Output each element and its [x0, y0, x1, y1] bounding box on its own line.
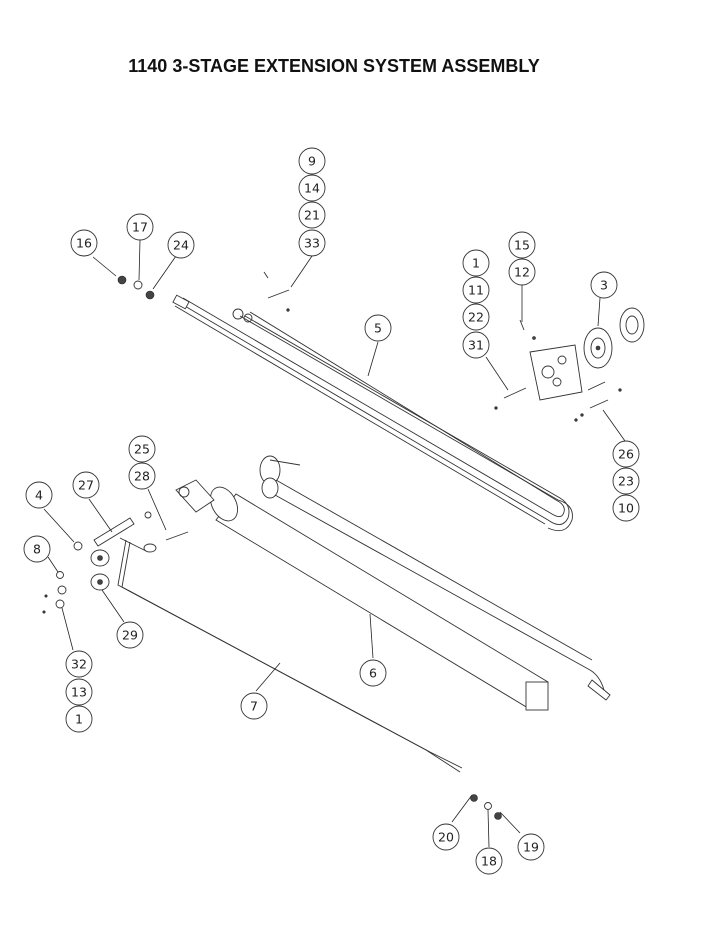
callout-32: 32 [65, 650, 93, 678]
svg-text:22: 22 [468, 310, 484, 325]
part-27-shaft [93, 517, 135, 547]
svg-text:12: 12 [514, 265, 530, 280]
svg-text:3: 3 [600, 278, 608, 293]
svg-text:24: 24 [173, 238, 189, 253]
part-19-nut [494, 812, 502, 820]
callout-1-lower: 1 [65, 705, 93, 733]
svg-text:29: 29 [122, 628, 138, 643]
callout-14: 14 [298, 174, 326, 202]
callout-26: 26 [612, 440, 640, 468]
svg-text:33: 33 [304, 236, 320, 251]
part-32-fittings [42, 585, 67, 614]
svg-text:18: 18 [481, 854, 497, 869]
svg-text:23: 23 [618, 474, 634, 489]
callout-5: 5 [364, 314, 392, 342]
svg-text:1: 1 [472, 256, 480, 271]
callout-33: 33 [298, 229, 326, 257]
callout-22: 22 [462, 303, 490, 331]
callout-21: 21 [298, 201, 326, 229]
callout-27: 27 [72, 471, 100, 499]
part-6-sheave-arm [259, 455, 611, 701]
callout-8: 8 [23, 535, 51, 563]
svg-text:25: 25 [134, 442, 150, 457]
part-4-washer [73, 541, 83, 551]
callout-29: 29 [116, 621, 144, 649]
part-33-pin [263, 271, 290, 312]
callout-9: 9 [298, 147, 326, 175]
svg-text:13: 13 [71, 685, 87, 700]
callout-17: 17 [126, 213, 154, 241]
part-16-nut [117, 275, 127, 285]
part-24-nut [145, 290, 155, 300]
callout-16: 16 [70, 229, 98, 257]
svg-text:16: 16 [76, 236, 92, 251]
svg-text:21: 21 [304, 208, 320, 223]
svg-text:10: 10 [618, 501, 634, 516]
part-8-washer [56, 571, 64, 579]
svg-text:17: 17 [132, 220, 148, 235]
callout-24: 24 [167, 231, 195, 259]
svg-text:14: 14 [304, 181, 320, 196]
svg-text:5: 5 [374, 321, 382, 336]
page-title: 1140 3-STAGE EXTENSION SYSTEM ASSEMBLY [128, 56, 540, 76]
callout-18: 18 [475, 847, 503, 875]
svg-text:6: 6 [369, 666, 377, 681]
part-18-washer [484, 802, 492, 810]
svg-text:20: 20 [438, 830, 454, 845]
part-3-pulleys [583, 307, 645, 369]
callout-12: 12 [508, 258, 536, 286]
svg-text:27: 27 [78, 478, 94, 493]
svg-text:15: 15 [514, 238, 530, 253]
svg-text:11: 11 [468, 283, 484, 298]
svg-text:8: 8 [33, 542, 41, 557]
part-12-bolt [519, 319, 536, 340]
callout-13: 13 [65, 678, 93, 706]
part-5-extension-rods [172, 294, 573, 532]
callout-28: 28 [128, 462, 156, 490]
part-29-bearings [90, 549, 110, 591]
part-28-pin [144, 511, 189, 541]
callout-6: 6 [359, 659, 387, 687]
callout-1-upper: 1 [462, 249, 490, 277]
part-7-rod [117, 537, 463, 773]
callout-19: 19 [517, 833, 545, 861]
svg-text:19: 19 [523, 840, 539, 855]
svg-text:4: 4 [35, 488, 43, 503]
svg-text:1: 1 [75, 712, 83, 727]
callout-20: 20 [432, 823, 460, 851]
svg-text:26: 26 [618, 447, 634, 462]
svg-text:7: 7 [250, 699, 258, 714]
part-1-bracket [529, 344, 583, 401]
callout-15: 15 [508, 231, 536, 259]
part-17-washer [133, 280, 143, 290]
part-26-pins [574, 381, 622, 422]
svg-text:31: 31 [468, 338, 484, 353]
callout-balloons: 9 14 21 33 16 17 24 15 12 1 11 22 31 3 5… [23, 147, 640, 875]
svg-text:28: 28 [134, 469, 150, 484]
leader-lines [43, 239, 626, 848]
callout-7: 7 [240, 692, 268, 720]
part-20-nut [470, 794, 478, 802]
svg-text:9: 9 [308, 154, 316, 169]
callout-4: 4 [25, 481, 53, 509]
callout-11: 11 [462, 276, 490, 304]
callout-31: 31 [462, 331, 490, 359]
callout-23: 23 [612, 467, 640, 495]
callout-3: 3 [590, 271, 618, 299]
part-31-pin [494, 387, 527, 410]
callout-25: 25 [128, 435, 156, 463]
part-6-cylinder [175, 479, 549, 711]
callout-10: 10 [612, 494, 640, 522]
svg-text:32: 32 [71, 657, 87, 672]
